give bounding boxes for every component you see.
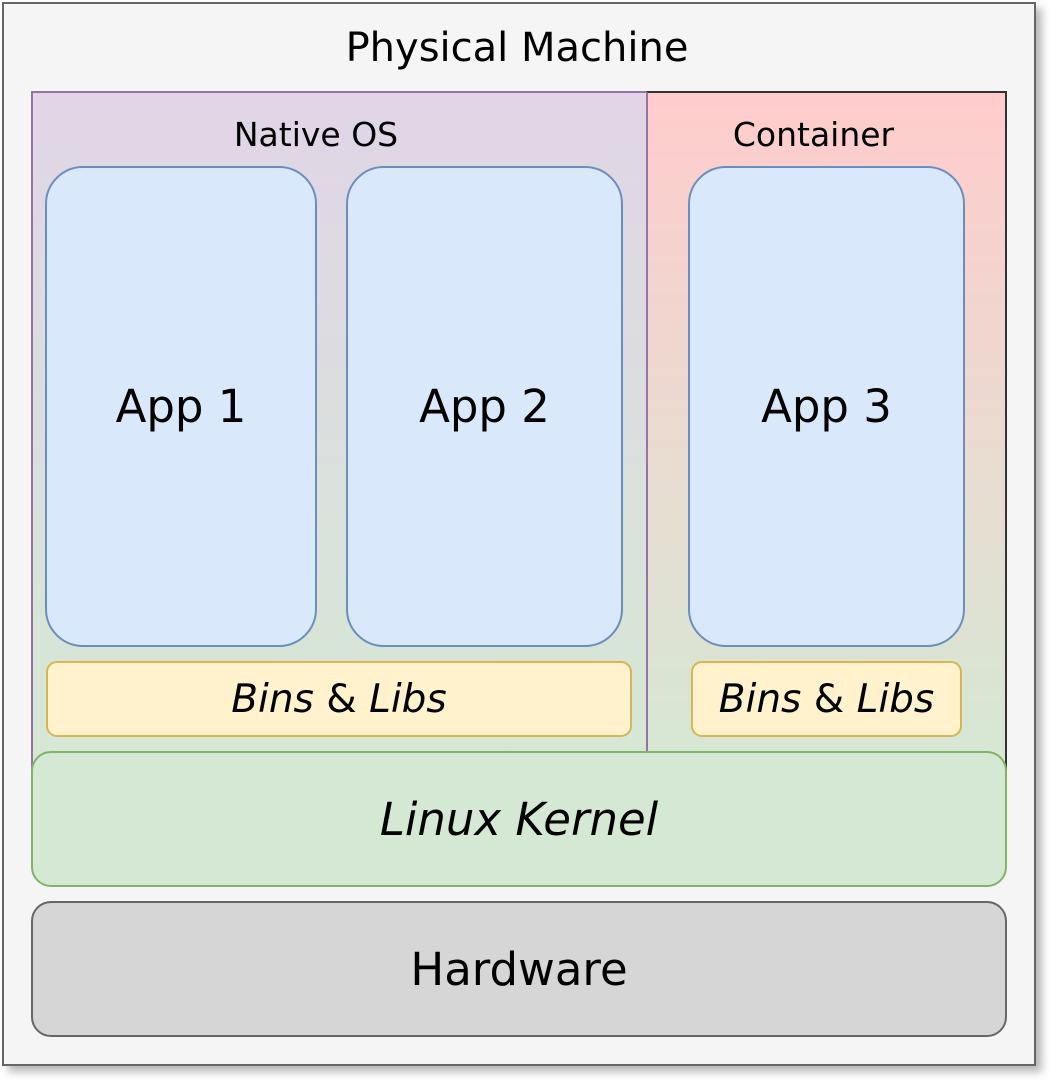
linux-kernel-label: Linux Kernel: [379, 792, 659, 846]
native-libs-label: Libs: [369, 676, 447, 722]
container-amp-label: &: [813, 676, 845, 722]
container-bins-label: Bins: [718, 676, 802, 722]
native-os-label: Native OS: [233, 114, 399, 154]
app-2-label: App 2: [419, 380, 550, 433]
native-bins-label: Bins: [231, 676, 314, 722]
app-1-box: App 1: [45, 166, 317, 647]
linux-kernel-box: Linux Kernel: [31, 751, 1007, 887]
container-label: Container: [732, 114, 895, 154]
hardware-label: Hardware: [410, 942, 628, 996]
native-bins-libs-box: Bins & Libs: [46, 661, 632, 737]
native-amp-label: &: [326, 676, 357, 722]
container-bins-libs-box: Bins & Libs: [691, 661, 962, 737]
app-3-box: App 3: [688, 166, 965, 647]
app-1-label: App 1: [115, 380, 247, 433]
container-libs-label: Libs: [856, 676, 935, 722]
app-2-box: App 2: [346, 166, 623, 647]
physical-machine-label: Physical Machine: [345, 25, 689, 71]
app-3-label: App 3: [761, 380, 892, 433]
hardware-box: Hardware: [31, 901, 1007, 1037]
